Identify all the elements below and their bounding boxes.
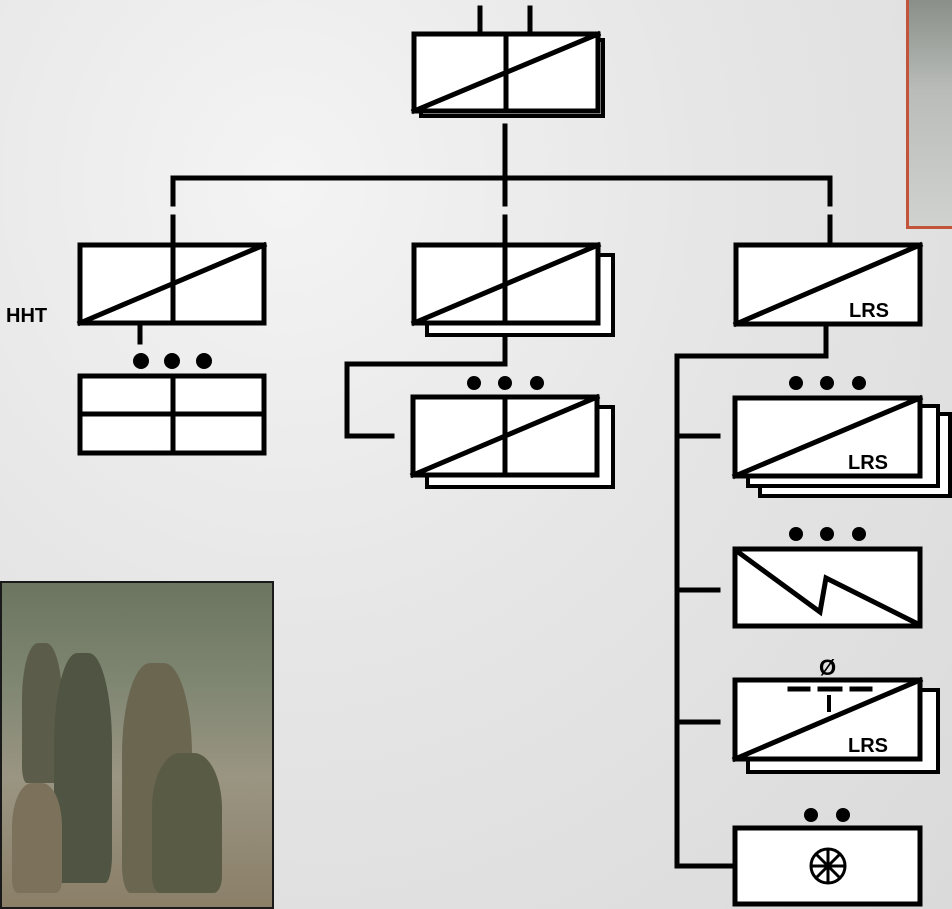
signal-unit-box xyxy=(732,546,923,629)
lrs-label: LRS xyxy=(849,300,889,322)
lrs-company-box xyxy=(731,394,952,498)
lrs-label: LRS xyxy=(848,452,888,474)
middle-sub-unit-box xyxy=(409,393,615,489)
corner-photo xyxy=(906,0,952,229)
company-echelon-dots xyxy=(789,527,866,541)
lrs-detachment-box xyxy=(731,676,940,774)
middle-unit-box xyxy=(410,241,615,337)
hht-label: HHT xyxy=(6,305,47,327)
wheel-icon xyxy=(809,847,847,885)
platoon-echelon-dots xyxy=(804,808,850,822)
connector-lines xyxy=(137,123,833,869)
soldier-figure xyxy=(152,753,222,893)
soldiers-photo xyxy=(0,581,274,909)
soldier-figure xyxy=(12,783,62,893)
company-echelon-dots xyxy=(789,376,866,390)
company-echelon-dots xyxy=(133,353,212,369)
hht-sub-unit-box xyxy=(77,373,267,456)
company-echelon-dots xyxy=(467,376,544,390)
hq-unit-box xyxy=(410,5,605,118)
lrs-unit-box xyxy=(732,241,924,328)
soldier-figure xyxy=(54,653,112,883)
null-symbol-label: Ø xyxy=(819,655,836,680)
hht-unit-box xyxy=(76,241,268,327)
lrs-label: LRS xyxy=(848,735,888,757)
